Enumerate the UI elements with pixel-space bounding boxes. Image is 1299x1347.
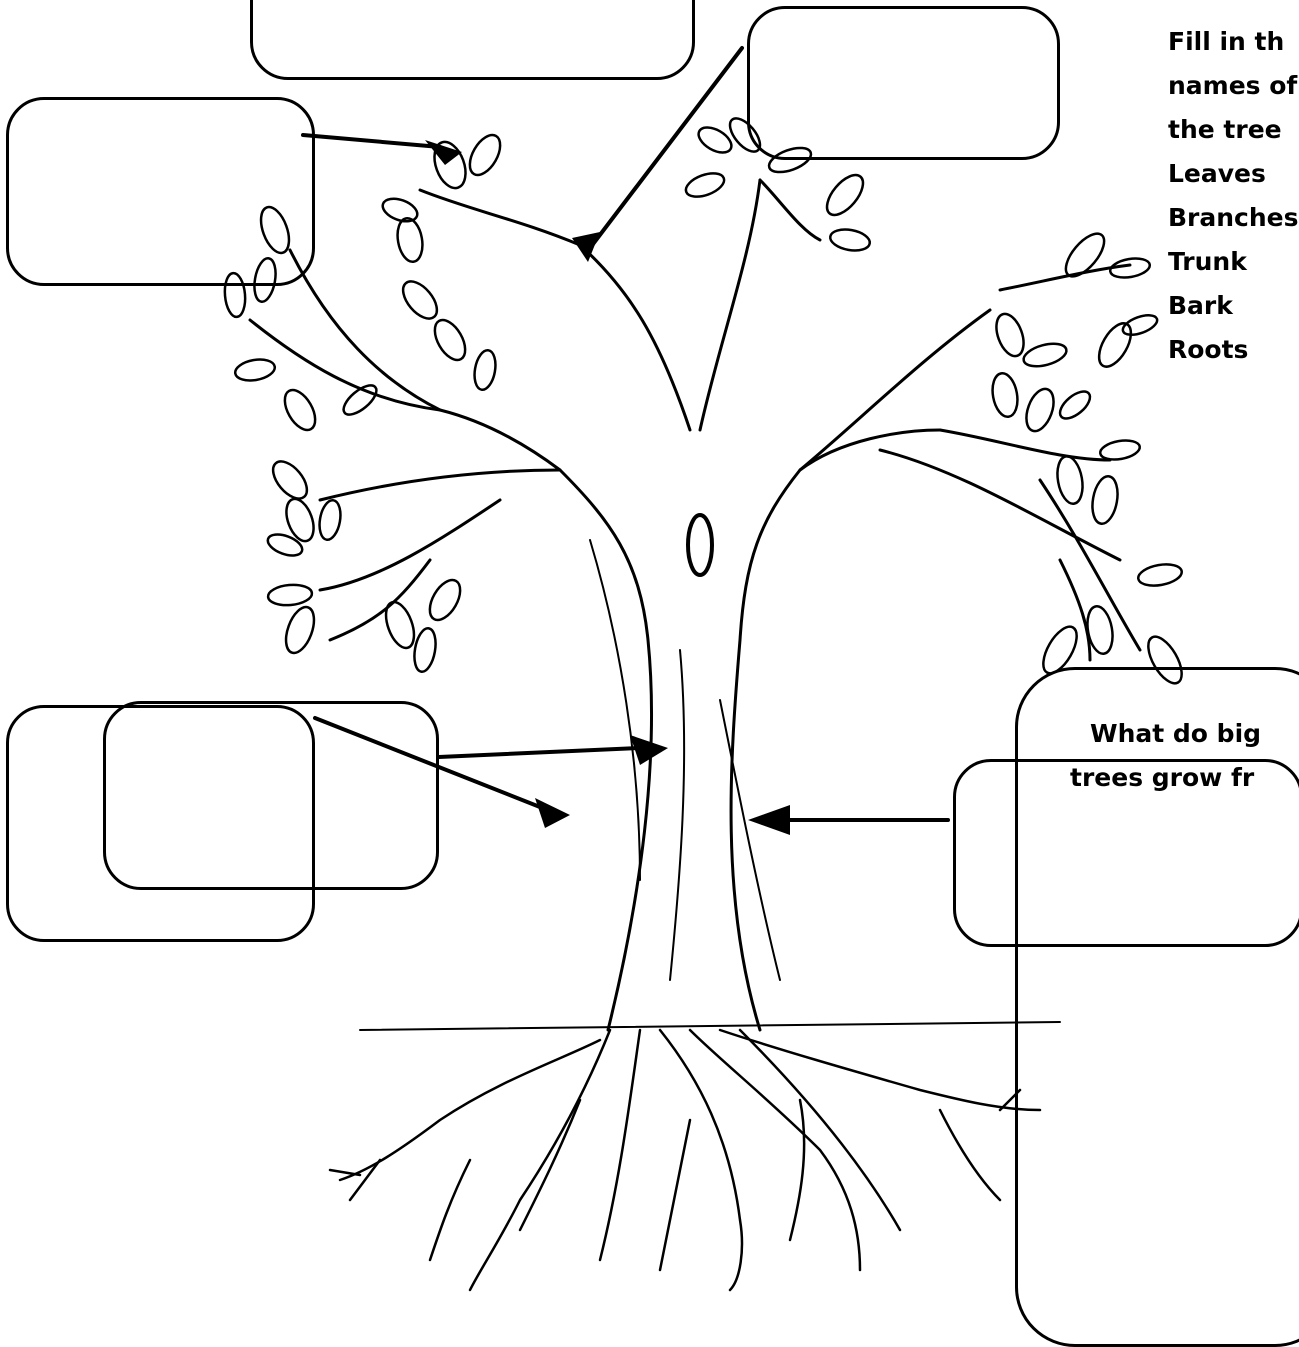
tree-leaves [223,117,1183,685]
word-leaves: Leaves [1168,159,1266,188]
tree-illustration [223,46,1183,1292]
word-trunk: Trunk [1168,247,1247,276]
word-branches: Branches [1168,203,1299,232]
word-bark: Bark [1168,291,1233,320]
answer-box-branches[interactable] [747,6,1060,160]
pointer-arrows [301,46,950,822]
answer-box-trunk[interactable] [103,701,439,890]
instruction-line-3: the tree [1168,115,1282,144]
instruction-line-1: Fill in th [1168,27,1285,56]
question-line-1: What do big [1090,719,1262,748]
instruction-line-2: names of [1168,71,1298,100]
answer-box-roots[interactable] [6,705,315,942]
answer-box-leaves[interactable] [6,97,315,286]
tree-roots [328,1028,1042,1292]
word-roots: Roots [1168,335,1249,364]
answer-box-top[interactable] [250,0,695,80]
question-line-2: trees grow fr [1070,763,1255,792]
trunk-knot [686,513,714,577]
ground-line [359,1021,1061,1031]
tree-trunk [438,408,654,1032]
instructions-word-list: Fill in th names of the tree Leaves Bran… [1168,20,1299,372]
question-text: What do big trees grow fr [1070,712,1262,800]
answer-box-bark[interactable] [953,759,1299,947]
